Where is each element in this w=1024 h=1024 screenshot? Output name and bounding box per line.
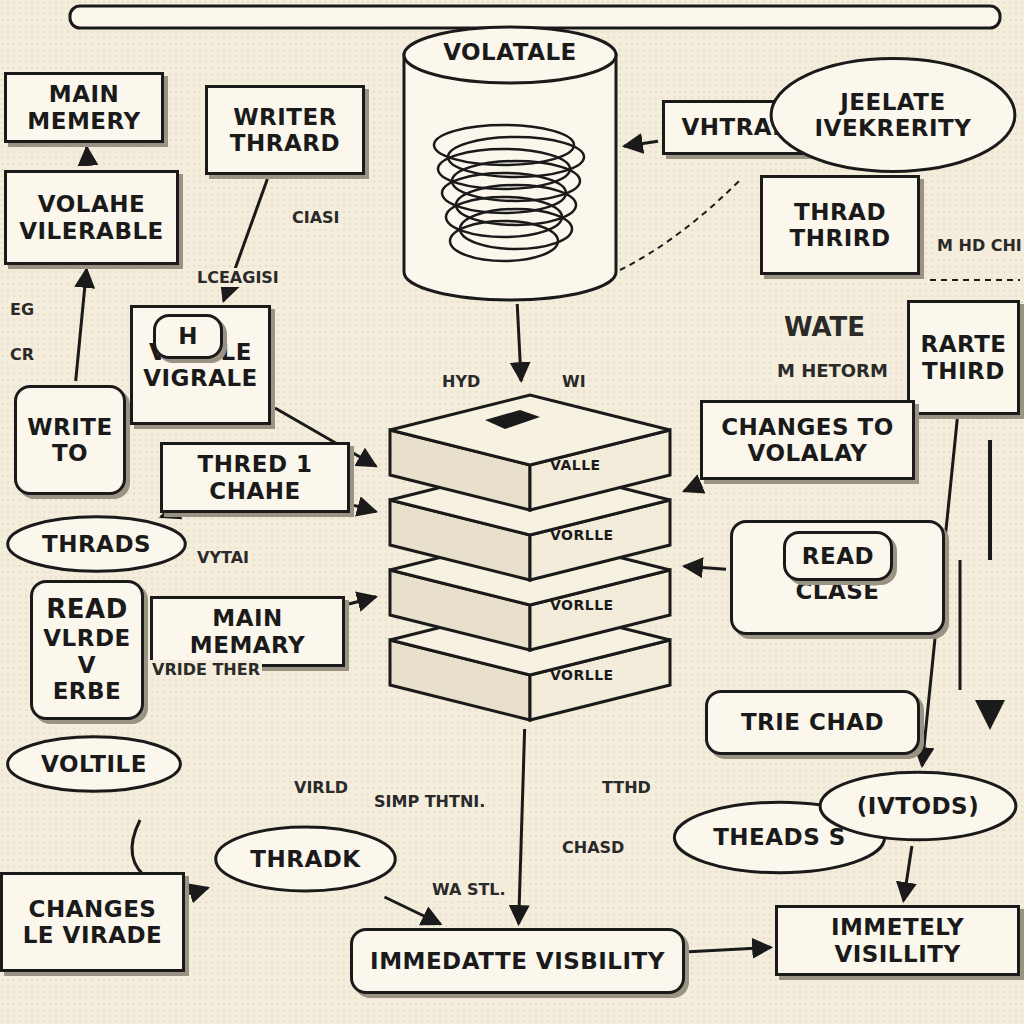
- node-text: MAIN MEMERY: [17, 81, 151, 134]
- node-text: IMMEDATTE VISBILITY: [370, 948, 665, 974]
- node-text: RARTE THIRD: [920, 331, 1007, 384]
- arrow-connector: [87, 147, 88, 166]
- arrow-connector: [684, 566, 726, 569]
- node-text: WRITE TO: [27, 414, 113, 467]
- free-label: VYTAI: [195, 548, 251, 567]
- free-label: CIASI: [290, 208, 342, 227]
- top-bar: [70, 6, 1000, 28]
- node-text: VLRDE V ERBE: [43, 625, 131, 704]
- thread-ellipse: THRADS: [4, 515, 189, 573]
- free-label: CHASD: [560, 838, 626, 857]
- concept-box: IMMETELY VISILLITY: [775, 905, 1020, 976]
- concept-box: MAIN MEMARY: [150, 596, 345, 667]
- node-text: WRITER THRARD: [218, 104, 352, 157]
- concept-box: MAIN MEMERY: [4, 72, 164, 143]
- dashed-curve: [620, 180, 740, 270]
- node-text: MAIN MEMARY: [163, 605, 332, 658]
- concept-box: CHANGES LE VIRADE: [0, 872, 185, 972]
- free-label: EG: [8, 300, 36, 319]
- node-text: THRADK: [250, 846, 360, 872]
- concept-box: THRED 1 CHAHE: [160, 442, 350, 513]
- free-label: M HD CHI: [935, 236, 1024, 255]
- free-label: HYD: [440, 372, 482, 391]
- volatile-cylinder: VOLATALE: [400, 25, 620, 300]
- node-text: THEADS S: [713, 824, 846, 850]
- node-text: READ: [802, 543, 874, 569]
- free-label: WI: [560, 372, 588, 391]
- stack-label: VALLE: [550, 457, 601, 473]
- arrow-connector: [354, 505, 376, 511]
- free-label: WA STL.: [430, 880, 508, 899]
- concept-box: IMMEDATTE VISBILITY: [350, 928, 685, 994]
- concept-box: READVLRDE V ERBE: [30, 580, 144, 720]
- cylinder-outline: [400, 25, 620, 300]
- server-stack: [380, 385, 680, 725]
- arrow-connector: [517, 304, 521, 381]
- node-text: IMMETELY VISILLITY: [788, 914, 1007, 967]
- arrow-connector: [189, 888, 208, 894]
- arrow-head: [975, 700, 1005, 730]
- memory-stack: VALLE VORLLE VORLLE VORLLE: [380, 385, 680, 725]
- concept-box: WRITER THRARD: [205, 85, 365, 175]
- concept-box: READ: [783, 531, 893, 581]
- arrow-connector: [624, 141, 658, 146]
- stack-label: VORLLE: [550, 527, 614, 543]
- sweep-curve: [132, 820, 150, 880]
- node-text: VOLATALE: [443, 39, 577, 65]
- concept-box: VOLALE VIGRALEH: [130, 305, 271, 425]
- concept-box: THRAD THRIRD: [760, 175, 920, 275]
- concept-box: TRIE CHAD: [705, 690, 920, 755]
- node-text: THRAD THRIRD: [773, 199, 907, 252]
- concept-box: H: [153, 314, 223, 359]
- node-text: TRIE CHAD: [741, 709, 884, 735]
- concept-box: CHANGES TO VOLALAY: [700, 400, 915, 480]
- node-text: THRADS: [42, 531, 151, 557]
- thread-ellipse: THRADK: [212, 825, 399, 893]
- arrow-connector: [684, 484, 701, 491]
- concept-box: VORALE CLASEREAD: [730, 520, 945, 635]
- thread-ellipse: VOLTILE: [4, 735, 184, 793]
- arrow-connector: [349, 597, 376, 604]
- free-label: VRIDE THER: [150, 660, 262, 679]
- free-label: VIRLD: [292, 778, 350, 797]
- concept-box: VOLAHE VILERABLE: [4, 170, 179, 265]
- concept-box: WRITE TO: [14, 385, 126, 495]
- arrow-connector: [384, 897, 440, 924]
- thread-ellipse: JEELATE IVEKRERITY: [766, 55, 1020, 175]
- stack-label: VORLLE: [550, 667, 614, 683]
- free-label: M HETORM: [775, 360, 890, 381]
- node-text: CHANGES LE VIRADE: [13, 896, 172, 949]
- free-label: WATE: [782, 312, 867, 342]
- arrow-connector: [689, 947, 771, 951]
- thread-ellipse: (IVTODS): [816, 770, 1020, 842]
- node-text: (IVTODS): [857, 793, 979, 819]
- node-text: VOLTILE: [41, 751, 147, 777]
- arrow-connector: [519, 729, 525, 924]
- arrow-connector: [904, 846, 912, 901]
- concept-box: RARTE THIRD: [907, 300, 1020, 415]
- node-text: THRED 1 CHAHE: [173, 451, 337, 504]
- dashed-line: [930, 279, 1020, 281]
- side-arrow: [988, 440, 992, 560]
- node-text: VOLAHE VILERABLE: [17, 191, 166, 244]
- node-text: CHANGES TO VOLALAY: [713, 414, 902, 467]
- free-label: SIMP THTNI.: [372, 792, 487, 811]
- node-text: JEELATE IVEKRERITY: [776, 89, 1010, 142]
- arrow-connector: [76, 269, 87, 381]
- stack-label: VORLLE: [550, 597, 614, 613]
- free-label: CR: [8, 345, 36, 364]
- free-label: TTHD: [600, 778, 653, 797]
- side-arrow: [959, 560, 962, 690]
- node-text: READ: [46, 595, 128, 625]
- free-label: LCEAGISI: [195, 268, 281, 287]
- node-text: H: [178, 323, 198, 349]
